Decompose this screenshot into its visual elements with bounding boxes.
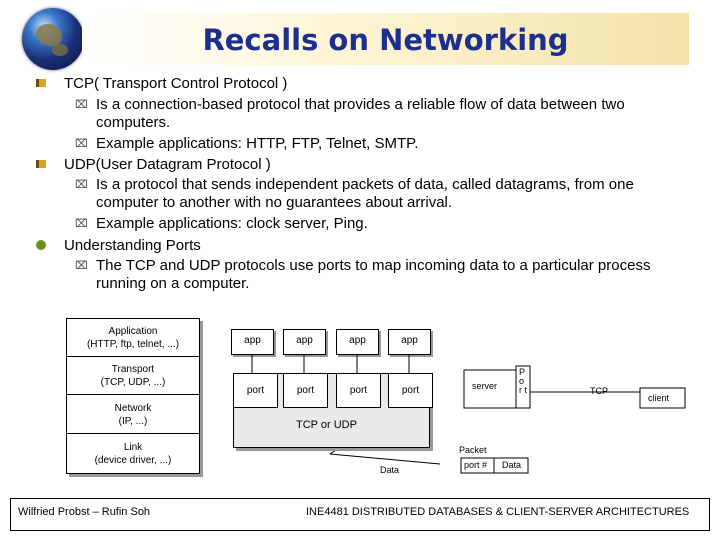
layer-detail: (TCP, UDP, ...) <box>100 377 166 388</box>
app-box: app <box>336 329 379 355</box>
server-label: server <box>472 381 498 391</box>
tcp-label: TCP <box>590 386 608 396</box>
slide-title: Recalls on Networking <box>202 23 569 57</box>
footer-box <box>10 498 710 531</box>
port-box: port <box>388 373 433 408</box>
packet-port-field: port # <box>464 460 488 470</box>
footer-authors: Wilfried Probst – Rufin Soh <box>18 506 151 518</box>
port-box: port <box>336 373 381 408</box>
layer-name: Application <box>108 326 158 337</box>
sub-bullet-icon: ⌧ <box>75 179 88 191</box>
sub-bullet-icon: ⌧ <box>75 99 88 111</box>
packet-label: Packet <box>459 445 487 455</box>
bullet-ports: Understanding Ports <box>64 237 201 254</box>
sub-bullet-tcp-desc: Is a connection-based protocol that prov… <box>96 96 625 131</box>
footer-course: INE4481 DISTRIBUTED DATABASES & CLIENT-S… <box>306 506 690 518</box>
layer-link: Link (device driver, ...) <box>67 435 199 473</box>
layer-application: Application (HTTP, ftp, telnet, ...) <box>67 319 199 357</box>
bullet-udp: UDP(User Datagram Protocol ) <box>64 156 271 173</box>
layer-detail: (HTTP, ftp, telnet, ...) <box>86 339 180 350</box>
sub-bullet-udp-apps: Example applications: clock server, Ping… <box>96 215 368 232</box>
packet-data-field: Data <box>502 460 522 470</box>
tcp-udp-label: TCP or UDP <box>296 419 357 431</box>
port-vertical-label: P o r t <box>519 367 527 395</box>
layer-detail: (device driver, ...) <box>94 455 172 466</box>
bullet-marker-icon <box>36 79 46 87</box>
sub-bullet-icon: ⌧ <box>75 218 88 230</box>
layer-name: Link <box>123 442 143 453</box>
bullet-marker-icon <box>36 160 46 168</box>
layer-name: Transport <box>111 364 155 375</box>
globe-logo <box>22 8 84 70</box>
data-label: Data <box>380 465 400 475</box>
sub-bullet-icon: ⌧ <box>75 138 88 150</box>
port-box: port <box>233 373 278 408</box>
layer-detail: (IP, ...) <box>118 416 148 427</box>
protocol-stack-diagram: Application (HTTP, ftp, telnet, ...) Tra… <box>66 318 200 474</box>
bullet-tcp: TCP( Transport Control Protocol ) <box>64 75 288 92</box>
sub-bullet-icon: ⌧ <box>75 260 88 272</box>
layer-name: Network <box>114 403 152 414</box>
layer-transport: Transport (TCP, UDP, ...) <box>67 357 199 395</box>
sub-bullet-udp-desc: Is a protocol that sends independent pac… <box>96 176 634 211</box>
port-box: port <box>283 373 328 408</box>
title-bar: Recalls on Networking <box>82 13 689 65</box>
sub-bullet-ports-desc: The TCP and UDP protocols use ports to m… <box>96 257 651 292</box>
sub-bullet-tcp-apps: Example applications: HTTP, FTP, Telnet,… <box>96 135 419 152</box>
client-label: client <box>648 393 670 403</box>
bullet-marker-icon <box>36 240 46 250</box>
layer-network: Network (IP, ...) <box>67 396 199 434</box>
